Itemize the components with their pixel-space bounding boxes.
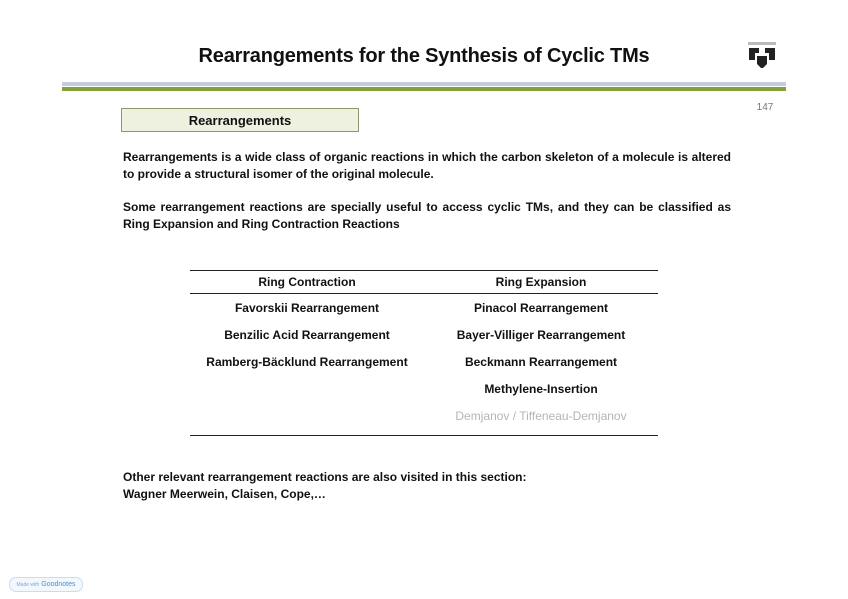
university-logo-icon [748, 42, 776, 68]
header-ring-contraction: Ring Contraction [258, 275, 356, 289]
table-cell: Ramberg-Bäcklund Rearrangement [206, 355, 408, 369]
table-cell: Benzilic Acid Rearrangement [224, 328, 390, 342]
footer-line-2: Wagner Meerwein, Claisen, Cope,… [123, 487, 326, 501]
footer-line-1: Other relevant rearrangement reactions a… [123, 470, 527, 484]
table-body: Favorskii Rearrangement Benzilic Acid Re… [190, 294, 658, 435]
goodnotes-badge: Made with Goodnotes [9, 577, 83, 592]
table-cell: Beckmann Rearrangement [464, 355, 618, 369]
header-ring-expansion: Ring Expansion [495, 275, 587, 289]
page-number: 147 [756, 102, 774, 113]
table-cell-muted: Demjanov / Tiffeneau-Demjanov [455, 409, 627, 423]
expansion-column: Pinacol Rearrangement Bayer-Villiger Rea… [424, 296, 658, 431]
header-rule-green [62, 87, 786, 91]
badge-brand: Goodnotes [41, 581, 76, 588]
table-cell: Favorskii Rearrangement [234, 301, 380, 315]
intro-paragraph-2: Some rearrangement reactions are special… [123, 200, 731, 231]
table-cell: Methylene-Insertion [484, 382, 598, 396]
section-label: Rearrangements [121, 108, 359, 132]
header-rule-blue [62, 82, 786, 86]
table-cell: Pinacol Rearrangement [473, 301, 609, 315]
table-header: Ring Contraction Ring Expansion [190, 271, 658, 294]
intro-paragraph-1: Rearrangements is a wide class of organi… [123, 150, 731, 181]
rearrangement-table: Ring Contraction Ring Expansion Favorski… [190, 270, 658, 436]
badge-prefix: Made with [16, 582, 40, 588]
contraction-column: Favorskii Rearrangement Benzilic Acid Re… [190, 296, 424, 431]
footer-note: Other relevant rearrangement reactions a… [123, 469, 743, 503]
page-title: Rearrangements for the Synthesis of Cycl… [198, 45, 650, 67]
table-cell: Bayer-Villiger Rearrangement [456, 328, 626, 342]
